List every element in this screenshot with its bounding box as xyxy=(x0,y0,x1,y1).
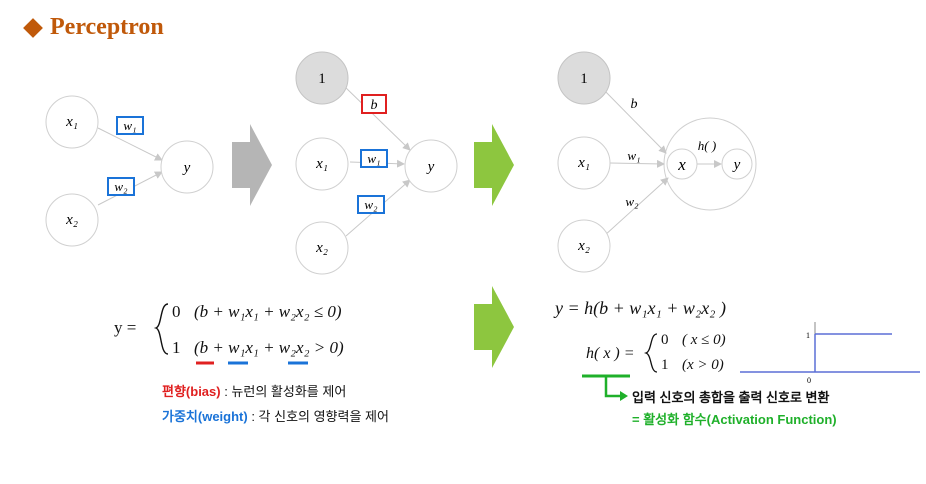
node-x1 xyxy=(45,95,99,149)
formula-right-main: y = h(b + w₁x₁ + w₂x₂ ) xyxy=(555,298,726,318)
edge-x1-y xyxy=(97,127,163,161)
step-y-tick: 1 xyxy=(806,331,810,340)
node-x1 xyxy=(557,136,611,190)
step-x-tick: 0 xyxy=(807,376,811,385)
bias-term: 편향(bias) xyxy=(162,384,221,399)
node-x2 xyxy=(45,193,99,247)
weight-note: 가중치(weight) : 각 신호의 영향력을 제어 xyxy=(162,406,389,425)
edge-1-x xyxy=(601,87,667,154)
node-x-sum xyxy=(666,148,698,180)
weight-box-w2 xyxy=(357,195,385,214)
node-x1-label: x₁ xyxy=(65,114,78,130)
diagram-2: 1 x₁ x₂ y b w₁ w₂ xyxy=(295,51,458,275)
node-x2-label: x₂ xyxy=(315,240,328,256)
node-x2 xyxy=(557,219,611,273)
node-y-label: y xyxy=(426,159,435,175)
slide-title: Perceptron xyxy=(22,14,164,41)
weight-label-w2: w₂ xyxy=(364,197,378,212)
bias-label-b: b xyxy=(631,97,638,112)
node-x2 xyxy=(295,221,349,275)
node-bias-1-label: 1 xyxy=(580,71,588,87)
weight-term: 가중치(weight) xyxy=(162,409,248,424)
green-arrow-icon-2 xyxy=(474,286,514,368)
formula-left-case0-val: 0 xyxy=(172,302,181,321)
node-y xyxy=(404,139,458,193)
edge-x2-x xyxy=(603,177,669,237)
bias-note: 편향(bias) : 뉴런의 활성화를 제어 xyxy=(162,381,346,400)
node-bias-1 xyxy=(295,51,349,105)
weight-label-w2: w₂ xyxy=(625,194,639,209)
node-x1 xyxy=(295,137,349,191)
node-y xyxy=(721,148,753,180)
activation-line2: = 활성화 함수(Activation Function) xyxy=(632,409,837,428)
formula-right-case1-val: 1 xyxy=(661,357,669,373)
diagram-3: 1 x₁ x₂ x y h( ) b w₁ w₂ xyxy=(557,51,757,273)
green-arrow-icon xyxy=(474,124,514,206)
bias-label-b: b xyxy=(371,98,378,113)
weight-label-w2: w₂ xyxy=(114,179,128,194)
weight-box-w1 xyxy=(116,116,144,135)
activation-line1: 입력 신호의 총합을 출력 신호로 변환 xyxy=(632,390,830,405)
node-x2-label: x₂ xyxy=(65,212,78,228)
node-y-label: y xyxy=(182,160,191,176)
node-x1-label: x₁ xyxy=(577,155,590,171)
step-plot: 1 0 xyxy=(740,322,920,385)
node-x2-label: x₂ xyxy=(577,238,590,254)
bias-desc: : 뉴런의 활성화를 제어 xyxy=(220,384,347,399)
node-bias-1 xyxy=(557,51,611,105)
edge-x1-x xyxy=(609,159,665,168)
gray-arrow-icon xyxy=(232,124,272,206)
node-y xyxy=(160,140,214,194)
node-y-label: y xyxy=(732,157,741,173)
bias-box-b xyxy=(361,94,387,114)
formula-left-lhs: y = xyxy=(114,318,137,337)
node-x-sum-label: x xyxy=(677,155,686,174)
formula-right-case1-cond: (x > 0) xyxy=(682,357,724,373)
activation-h-label: h( ) xyxy=(698,138,716,153)
activation-function-term: 활성화 함수(Activation Function) xyxy=(643,412,837,427)
weight-box-w2 xyxy=(107,177,135,196)
formula-left-case1-cond: (b + w₁x₁ + w₂x₂ > 0) xyxy=(194,338,344,357)
weight-label-w1: w₁ xyxy=(123,118,136,133)
formula-left-case0-cond: (b + w₁x₁ + w₂x₂ ≤ 0) xyxy=(194,302,342,321)
weight-label-w1: w₁ xyxy=(367,151,380,166)
formula-right-case0-cond: ( x ≤ 0) xyxy=(682,332,726,348)
diagram-1: x₁ x₂ y w₁ w₂ xyxy=(45,95,214,247)
activation-eq-sign: = xyxy=(632,412,644,427)
bent-arrow-icon xyxy=(604,376,622,398)
formula-right-case0-val: 0 xyxy=(661,332,669,348)
formula-left-case1-val: 1 xyxy=(172,338,181,357)
bent-arrow-head xyxy=(620,391,628,401)
title-text: Perceptron xyxy=(50,14,164,40)
node-x1-label: x₁ xyxy=(315,156,328,172)
left-brace xyxy=(153,303,169,355)
weight-box-w1 xyxy=(360,149,388,168)
edge-1-y xyxy=(343,85,411,151)
weight-label-w1: w₁ xyxy=(627,148,640,163)
node-bias-1-label: 1 xyxy=(318,71,326,87)
right-brace xyxy=(643,333,658,373)
weight-desc: : 각 신호의 영향력을 제어 xyxy=(247,409,389,424)
formula-right-h-lhs: h( x ) = xyxy=(586,345,635,362)
